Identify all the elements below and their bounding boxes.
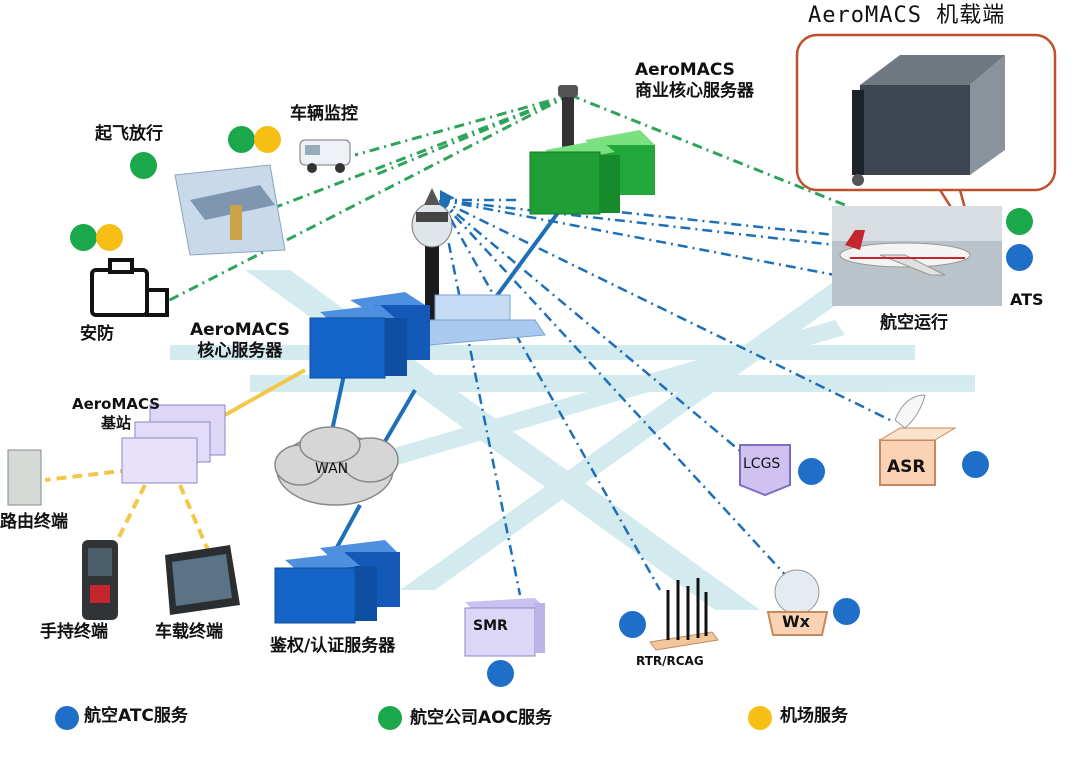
legend-airport-dot	[748, 706, 772, 730]
vehicle-aoc-dot	[228, 126, 255, 153]
camera-icon	[90, 258, 169, 317]
airborne-title: AeroMACS 机载端	[808, 3, 1006, 28]
smr-atc-dot	[487, 660, 514, 687]
ats-label: ATS	[1010, 290, 1044, 309]
vehicle-terminal-label: 车载终端	[155, 622, 223, 642]
base-station-links	[44, 368, 306, 556]
vehicle-icon	[299, 139, 351, 173]
legend-aoc-dot	[378, 706, 402, 730]
aoc-links	[159, 93, 846, 307]
wx-icon	[766, 569, 829, 636]
wx-atc-dot	[833, 598, 860, 625]
router-terminal-icon	[7, 449, 42, 506]
auth-server-icon	[274, 540, 400, 624]
handheld-label: 手持终端	[40, 622, 108, 642]
rtr-atc-dot	[619, 611, 646, 638]
commercial-server-icon	[529, 85, 655, 215]
atc-links	[438, 198, 891, 596]
aircraft-atc-dot	[1006, 244, 1033, 271]
legend-atc-label: 航空ATC服务	[84, 706, 188, 726]
commercial-server-label: AeroMACS 商业核心服务器	[635, 60, 754, 102]
smr-label: SMR	[473, 618, 508, 634]
takeoff-label: 起飞放行	[95, 124, 163, 144]
security-aoc-dot	[70, 224, 97, 251]
security-airport-dot	[96, 224, 123, 251]
vehicle-terminal-icon	[165, 545, 240, 615]
router-terminal-label: 路由终端	[0, 512, 68, 532]
aircraft-photo	[832, 206, 1002, 306]
aviation-ops-label: 航空运行	[880, 313, 948, 333]
aircraft-aoc-dot	[1006, 208, 1033, 235]
vehicle-monitor-label: 车辆监控	[290, 104, 358, 124]
base-station-label: AeroMACS 基站	[72, 395, 161, 432]
wx-label: Wx	[782, 612, 810, 631]
core-server-icon	[309, 292, 430, 379]
core-server-label: AeroMACS 核心服务器	[190, 320, 290, 362]
handheld-icon	[82, 540, 118, 620]
security-label: 安防	[80, 324, 114, 344]
takeoff-aoc-dot	[130, 152, 157, 179]
asr-label: ASR	[887, 457, 926, 477]
legend-aoc-label: 航空公司AOC服务	[410, 708, 553, 728]
lcgs-atc-dot	[798, 458, 825, 485]
tower-platform	[419, 294, 546, 346]
takeoff-photo	[174, 164, 286, 256]
base-station-icon	[121, 404, 226, 484]
vehicle-airport-dot	[254, 126, 281, 153]
rtr-label: RTR/RCAG	[636, 654, 704, 668]
lcgs-label: LCGS	[743, 456, 781, 472]
legend-atc-dot	[55, 706, 79, 730]
lcgs-icon	[739, 444, 791, 497]
smr-icon	[464, 598, 545, 657]
rtr-rcag-icon	[649, 578, 719, 651]
wan-cloud-icon	[274, 426, 399, 506]
legend-airport-label: 机场服务	[780, 706, 848, 726]
auth-server-label: 鉴权/认证服务器	[270, 636, 396, 656]
airborne-unit-icon	[852, 55, 1005, 186]
runway-bands	[170, 270, 975, 610]
asr-atc-dot	[962, 451, 989, 478]
wan-label: WAN	[315, 461, 349, 477]
asr-icon	[878, 394, 957, 486]
